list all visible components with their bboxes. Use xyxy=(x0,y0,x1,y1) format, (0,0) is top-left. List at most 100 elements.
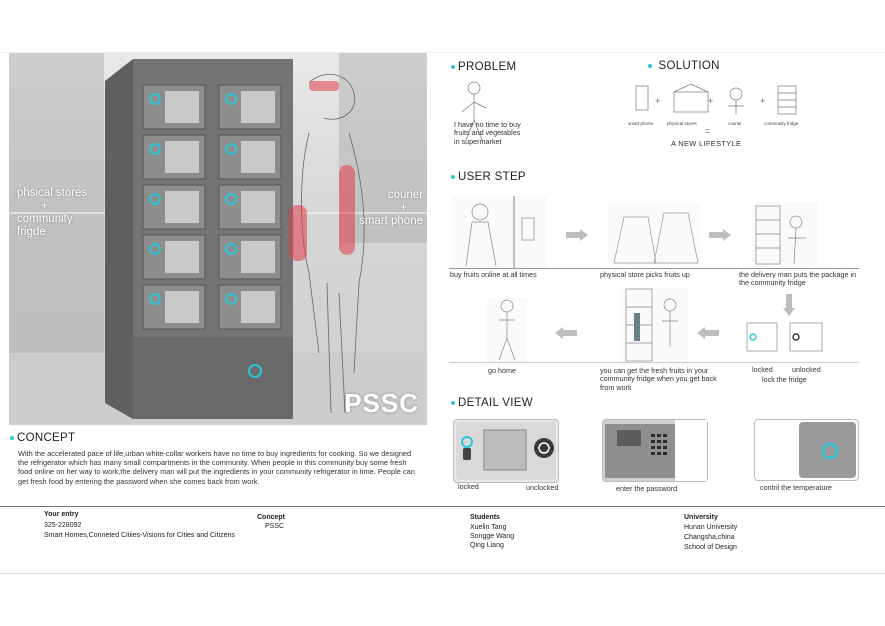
fridge-pickup-icon xyxy=(625,288,678,362)
hero-right-plus: + xyxy=(400,202,407,214)
footer-bottom-line xyxy=(0,573,885,574)
hero-right-label: courier + smart phone xyxy=(359,189,423,228)
arrow-down-icon xyxy=(783,294,795,316)
solution-item-smartphone: smart phone xyxy=(628,121,654,126)
footer-university-city: Changsha,china xyxy=(684,534,735,541)
hero-left-line-1: phsical stores xyxy=(17,187,88,199)
courier-icon xyxy=(729,87,743,101)
step-caption-3: the delivery man puts the package in the… xyxy=(739,270,857,288)
concept-title: CONCEPT xyxy=(10,432,75,444)
footer-student-1: Xuelin Tang xyxy=(470,524,507,531)
step-store-sketch xyxy=(608,203,700,265)
solution-item-stores: physical stores xyxy=(667,121,697,126)
footer-concept-label: Concept xyxy=(257,514,285,521)
plus-sign: + xyxy=(655,96,661,106)
walking-person-icon xyxy=(498,299,516,361)
arrow-left-icon xyxy=(555,326,577,339)
detail-caption-locked: locked xyxy=(458,482,479,491)
phone-icon xyxy=(635,85,649,111)
lock-locked-sketch xyxy=(745,321,781,354)
caption-locked: locked xyxy=(752,365,773,374)
arrow-right-icon xyxy=(566,228,588,241)
problem-line-2: fruits and vegetables xyxy=(454,128,521,138)
hero-render: phsical stores + community frigde courie… xyxy=(9,53,427,425)
hero-left-line-4: frigde xyxy=(17,226,46,238)
user-step-row1-line xyxy=(449,268,859,269)
caption-lock-fridge: lock the fridge xyxy=(762,375,807,384)
unlocked-icon xyxy=(789,322,823,352)
bullet-dot-icon xyxy=(451,400,455,405)
bullet-dot-icon xyxy=(648,63,652,68)
detail-caption-password: enter the password xyxy=(616,484,678,493)
problem-line-3: in supermarket xyxy=(454,136,502,146)
footer-university-name: Hunan University xyxy=(684,524,738,531)
step-caption-2: physical store picks fruits up xyxy=(600,270,690,279)
footer-university-school: School of Design xyxy=(684,544,737,551)
step-caption-pickup: you can get the fresh fruits in your com… xyxy=(600,366,717,392)
fridge-illustration xyxy=(9,53,427,425)
detail-caption-temperature: contril the temperature xyxy=(760,483,832,492)
solution-title: SOLUTION xyxy=(648,60,720,72)
detail-view-title: DETAIL VIEW xyxy=(451,397,533,409)
equals-sign: = xyxy=(705,126,711,136)
arrow-right-icon xyxy=(709,228,731,241)
plus-sign: + xyxy=(760,96,766,106)
temperature-dial-illustration xyxy=(799,422,856,478)
user-step-title-text: USER STEP xyxy=(458,171,526,183)
solution-item-fridge: community fridge xyxy=(764,121,799,126)
store-icon xyxy=(673,91,709,113)
solution-icons xyxy=(628,83,838,118)
plus-sign: + xyxy=(708,96,714,106)
go-home-sketch xyxy=(487,298,527,362)
step-delivery-sketch xyxy=(752,202,818,267)
concept-body: With the accelerated pace of life,urban … xyxy=(18,449,415,486)
footer-entry-id: 325-228092 xyxy=(44,522,82,529)
solution-title-text: SOLUTION xyxy=(658,60,720,72)
user-step-title: USER STEP xyxy=(451,171,526,183)
pickup-sketch xyxy=(620,287,688,365)
bag-sketch-icon xyxy=(613,212,699,264)
solution-result: A NEW LIFESTYLE xyxy=(671,139,742,148)
arrow-left-icon xyxy=(697,326,719,339)
hero-right-line-3: smart phone xyxy=(359,215,423,227)
footer-concept-value: PSSC xyxy=(265,523,285,530)
bullet-dot-icon xyxy=(451,64,455,69)
step-caption-go-home: go home xyxy=(488,366,516,375)
lock-unlocked-sketch xyxy=(788,321,826,354)
lock-detail-illustration xyxy=(456,422,556,480)
detail-view-title-text: DETAIL VIEW xyxy=(458,397,533,409)
detail-caption-unlocked: unclocked xyxy=(526,483,559,492)
problem-line-1: I have no time to buy xyxy=(454,120,521,129)
hero-left-plus: + xyxy=(41,200,48,212)
step-caption-1: buy fruits online at all times xyxy=(450,270,537,279)
detail-temperature-panel xyxy=(754,419,859,481)
step-buy-online-sketch xyxy=(452,196,547,268)
problem-figure-sketch xyxy=(456,78,492,148)
locked-icon xyxy=(746,322,778,352)
detail-password-panel xyxy=(602,419,708,482)
brand-logo: PSSC xyxy=(344,388,419,418)
footer-students-label: Students xyxy=(470,514,500,521)
problem-title-text: PROBLEM xyxy=(458,61,517,73)
bullet-dot-icon xyxy=(10,435,14,440)
footer-top-line xyxy=(0,506,885,507)
concept-title-text: CONCEPT xyxy=(17,432,76,444)
shopper-sketch-icon xyxy=(465,196,535,268)
hero-left-line-3: community xyxy=(17,213,73,225)
hero-left-label: phsical stores + community frigde xyxy=(17,187,87,239)
keypad-illustration xyxy=(605,420,707,481)
solution-sketches xyxy=(635,83,797,115)
footer-entry-label: Your entry xyxy=(44,511,79,518)
footer-student-2: Songge Wang xyxy=(470,533,515,540)
delivery-man-sketch-icon xyxy=(755,205,806,265)
hero-right-line-1: courier xyxy=(387,189,423,201)
person-sketch-icon xyxy=(461,81,487,141)
footer-entry-category: Smart Homes,Conneted Citiies-Visions for… xyxy=(44,532,235,539)
problem-title: PROBLEM xyxy=(451,61,516,73)
bullet-dot-icon xyxy=(451,174,455,179)
footer-university-label: University xyxy=(684,514,718,521)
footer-student-3: Qing Liang xyxy=(470,542,504,549)
problem-text: I have no time to buy fruits and vegetab… xyxy=(454,120,574,146)
top-divider xyxy=(0,52,885,53)
user-step-row2-line xyxy=(449,362,859,363)
